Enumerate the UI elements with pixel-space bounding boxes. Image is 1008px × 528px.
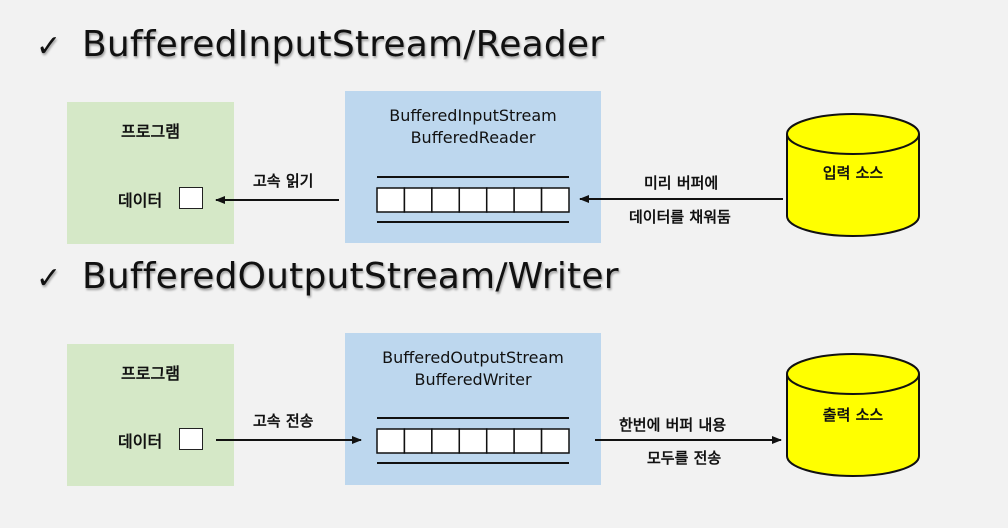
- buffer-cell: [513, 428, 543, 454]
- data-box: [179, 187, 203, 209]
- section1-heading-text: BufferedInputStream/Reader: [82, 24, 605, 65]
- buffered-output-stream-label: BufferedOutputStream: [382, 348, 564, 367]
- fast-send-label: 고속 전송: [253, 412, 314, 430]
- output-source-label: 출력 소스: [822, 406, 884, 424]
- data-label: 데이터: [118, 191, 163, 210]
- checkmark-icon: ✓: [36, 29, 62, 64]
- buffer-cell: [540, 187, 570, 213]
- buffered-input-box: BufferedInputStream BufferedReader: [345, 91, 601, 243]
- buffer-cell: [458, 428, 488, 454]
- buffer-cells: [376, 187, 570, 213]
- section2-heading: ✓ BufferedOutputStream/Writer: [36, 256, 619, 297]
- section1-heading: ✓ BufferedInputStream/Reader: [36, 24, 604, 65]
- buffer-cell: [403, 187, 433, 213]
- program-title: 프로그램: [121, 122, 180, 141]
- buffer-cell: [485, 187, 515, 213]
- buffered-writer-label: BufferedWriter: [414, 370, 532, 389]
- buffer-cell: [431, 428, 461, 454]
- buffer-cell: [513, 187, 543, 213]
- buffer-cell: [376, 187, 406, 213]
- buffer-cell: [485, 428, 515, 454]
- prefill-label-line2: 데이터를 채워둠: [629, 208, 731, 226]
- flush-label-line2: 모두를 전송: [647, 449, 722, 467]
- buffer-cell: [376, 428, 406, 454]
- data-label: 데이터: [118, 432, 163, 451]
- buffer-cell: [431, 187, 461, 213]
- program-title: 프로그램: [121, 364, 180, 383]
- flush-label-line1: 한번에 버퍼 내용: [619, 416, 727, 434]
- prefill-label-line1: 미리 버퍼에: [644, 174, 719, 192]
- output-source-cylinder: [786, 353, 920, 477]
- data-box: [179, 428, 203, 450]
- buffered-output-box: BufferedOutputStream BufferedWriter: [345, 333, 601, 485]
- buffered-reader-label: BufferedReader: [410, 128, 536, 147]
- buffer-cell: [458, 187, 488, 213]
- input-source-cylinder: [786, 113, 920, 237]
- input-source-label: 입력 소스: [822, 164, 884, 182]
- buffered-input-stream-label: BufferedInputStream: [389, 106, 557, 125]
- fast-read-label: 고속 읽기: [253, 172, 314, 190]
- buffer-cells: [376, 428, 570, 454]
- program-box-output: 프로그램 데이터: [67, 344, 234, 486]
- section2-heading-text: BufferedOutputStream/Writer: [82, 256, 619, 297]
- buffer-cell: [403, 428, 433, 454]
- checkmark-icon: ✓: [36, 261, 62, 296]
- buffer-cell: [540, 428, 570, 454]
- buffered-input-name: BufferedInputStream BufferedReader: [345, 105, 601, 149]
- buffered-output-name: BufferedOutputStream BufferedWriter: [345, 347, 601, 391]
- program-box-input: 프로그램 데이터: [67, 102, 234, 244]
